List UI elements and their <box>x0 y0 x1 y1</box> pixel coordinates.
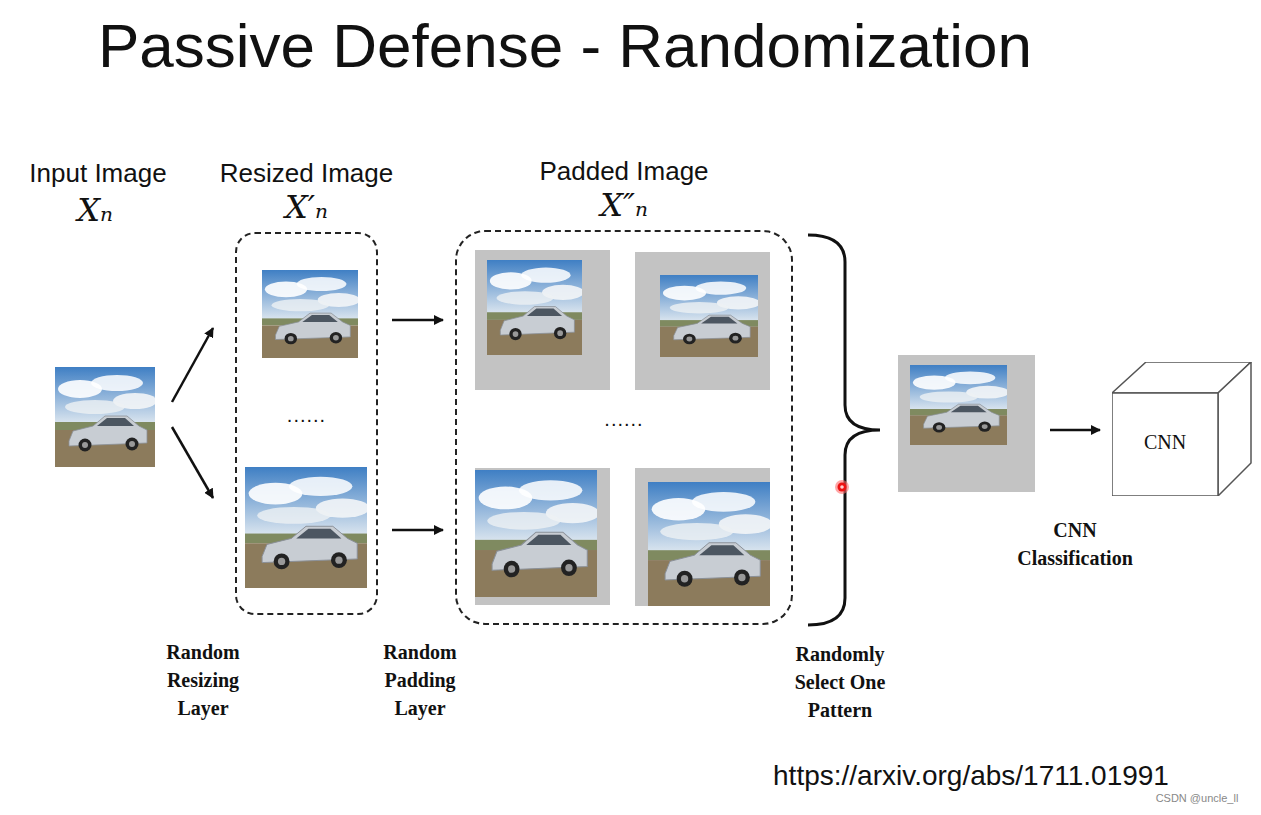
cube-outline <box>1112 362 1252 496</box>
math-symbol: Xₙ <box>55 188 135 233</box>
title: Passive Defense - Randomization <box>98 10 1032 81</box>
url: https://arxiv.org/abs/1711.01991 <box>741 756 1201 795</box>
dashed-group: Resized ImageX′ₙ...... <box>235 232 378 615</box>
cnn-cube: CNN <box>1112 362 1252 496</box>
group-heading: Padded Image <box>539 156 708 187</box>
layer-label: Random Resizing Layer <box>146 638 261 722</box>
ellipsis: ...... <box>287 404 326 427</box>
cnn-caption: CNN Classification <box>1000 516 1150 572</box>
layer-label: Randomly Select One Pattern <box>781 640 899 724</box>
math-symbol: X″ₙ <box>600 186 648 224</box>
group-heading: Resized Image <box>220 158 393 189</box>
watermark: CSDN @uncle_ll <box>1142 791 1252 806</box>
image-heading: Input Image <box>0 155 208 191</box>
connector-arrow <box>392 529 443 532</box>
cube-label: CNN <box>1112 431 1218 454</box>
math-symbol: X′ₙ <box>285 188 328 226</box>
connector-arrow <box>392 319 443 322</box>
ellipsis: ...... <box>604 408 643 431</box>
layer-label: Random Padding Layer <box>363 638 478 722</box>
dashed-group: Padded ImageX″ₙ...... <box>455 230 793 625</box>
